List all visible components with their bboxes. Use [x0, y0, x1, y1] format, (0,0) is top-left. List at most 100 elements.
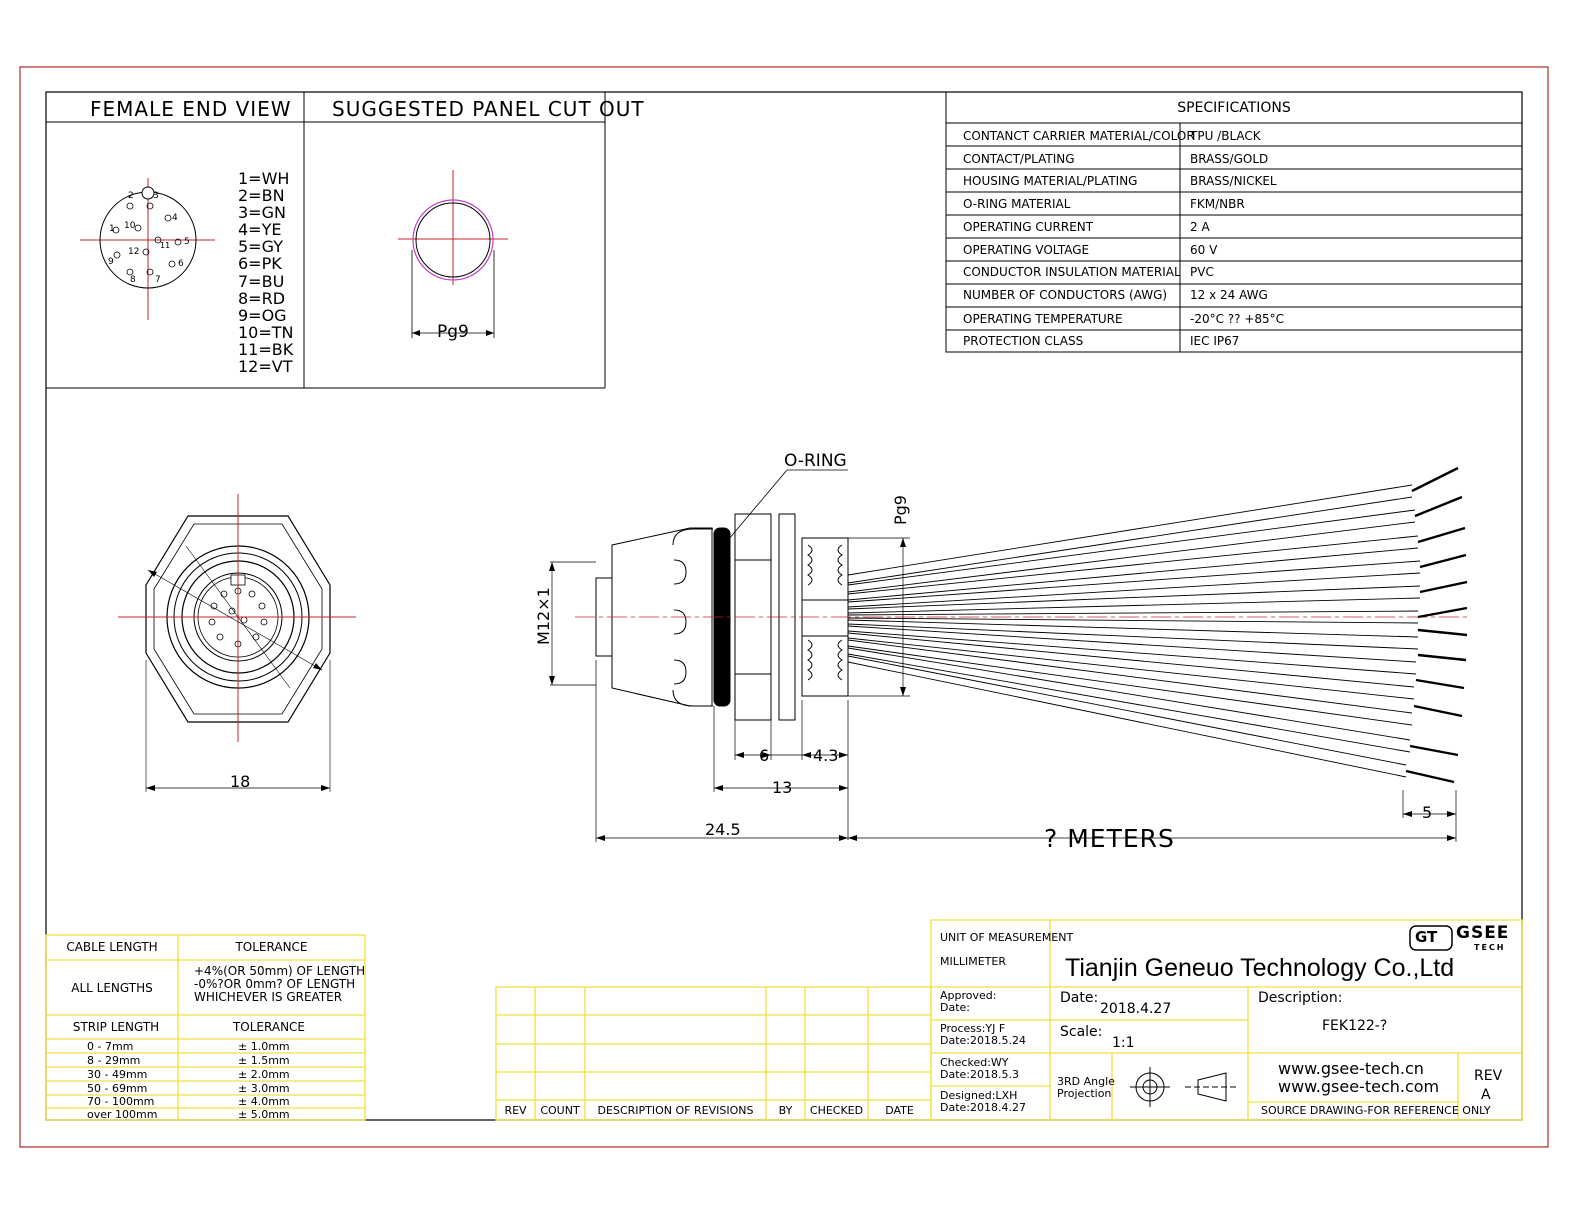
spec-key: CONTACT/PLATING [963, 152, 1075, 166]
date-value: 2018.4.27 [1100, 1001, 1172, 1017]
checked-label: Checked:WY [940, 1056, 1009, 1069]
rev-value: A [1481, 1087, 1491, 1103]
spec-key: PROTECTION CLASS [963, 334, 1084, 348]
dim-4-3: 4.3 [813, 746, 839, 765]
unit-label: UNIT OF MEASUREMENT [940, 931, 1074, 944]
projection-line: Projection [1057, 1087, 1112, 1100]
spec-value: TPU /BLACK [1190, 129, 1261, 143]
pin-legend-item: 4=YE [238, 220, 282, 240]
spec-value: FKM/NBR [1190, 197, 1245, 211]
dim-13: 13 [772, 778, 793, 797]
spec-key: NUMBER OF CONDUCTORS (AWG) [963, 288, 1168, 302]
cable-length-header: CABLE LENGTH [66, 940, 158, 954]
spec-value: 12 x 24 AWG [1190, 288, 1268, 302]
dim-5: 5 [1422, 803, 1433, 822]
spec-value: BRASS/NICKEL [1190, 174, 1277, 188]
projection-line: 3RD Angle [1057, 1075, 1115, 1088]
pin-legend-item: 7=BU [238, 271, 285, 291]
projection-symbol [1130, 1067, 1236, 1107]
designed-date: Date:2018.4.27 [940, 1101, 1026, 1114]
strip-tol: ± 1.5mm [238, 1054, 290, 1067]
website-com[interactable]: www.gsee-tech.com [1278, 1077, 1440, 1096]
process-date: Date:2018.5.24 [940, 1034, 1026, 1047]
pin-legend-item: 9=OG [238, 305, 287, 325]
female-end-view-diagram [80, 178, 215, 320]
date-label: Date: [1060, 990, 1099, 1006]
tolerance-line: WHICHEVER IS GREATER [194, 990, 343, 1004]
strip-length: 8 - 29mm [87, 1054, 141, 1067]
spec-value: 60 V [1190, 243, 1218, 257]
strip-tol: ± 3.0mm [238, 1082, 290, 1095]
specs-title: SPECIFICATIONS [1177, 100, 1291, 116]
dim-24-5: 24.5 [705, 820, 741, 839]
pin-number: 11 [160, 241, 171, 250]
pin-color-legend: 1=WH 2=BN 3=GN 4=YE 5=GY 6=PK 7=BU 8=RD … [238, 170, 294, 375]
strip-length-header: STRIP LENGTH [72, 1020, 160, 1034]
tolerance-line: -0%?OR 0mm? OF LENGTH [194, 977, 356, 991]
pin-legend-item: 10=TN [238, 322, 294, 342]
tolerance-line: +4%(OR 50mm) OF LENGTH [194, 964, 366, 978]
pin-number: 2 [128, 191, 134, 201]
pin-legend-item: 1=WH [238, 169, 290, 188]
company-logo-shape [1409, 925, 1453, 951]
dim-meters: ? METERS [1044, 824, 1175, 853]
front-hex-view [118, 494, 356, 792]
side-view-connector [595, 469, 849, 721]
pin-number: 7 [155, 275, 161, 285]
pin-number: 12 [128, 247, 140, 257]
strip-length: over 100mm [87, 1108, 158, 1121]
pg9-label: Pg9 [891, 495, 910, 525]
sheet-border [19, 66, 1549, 1148]
pin-number: 4 [172, 213, 178, 223]
approved-label: Approved: [940, 989, 997, 1002]
m12-label: M12×1 [534, 587, 553, 645]
o-ring-label: O-RING [784, 451, 847, 471]
strip-tol: ± 5.0mm [238, 1108, 290, 1121]
spec-key: CONDUCTOR INSULATION MATERIAL [963, 265, 1181, 279]
projection-label: 3RD Angle Projection [1057, 1076, 1115, 1100]
tolerance-table-lines [45, 934, 366, 1121]
count-header: COUNT [540, 1104, 580, 1117]
scale-label: Scale: [1060, 1024, 1103, 1040]
dim-6: 6 [759, 746, 770, 765]
pin-legend-item: 2=BN [238, 186, 285, 206]
description-value: FEK122-? [1322, 1018, 1388, 1034]
all-lengths-label: ALL LENGTHS [71, 981, 153, 995]
pin-number: 10 [124, 221, 136, 231]
designed-label: Designed:LXH [940, 1089, 1018, 1102]
tolerance-lines: +4%(OR 50mm) OF LENGTH -0%?OR 0mm? OF LE… [194, 965, 365, 1004]
strip-length: 0 - 7mm [87, 1040, 134, 1053]
strip-tol: ± 1.0mm [238, 1040, 290, 1053]
checked-date: Date:2018.5.3 [940, 1068, 1019, 1081]
strip-tolerance-header: TOLERANCE [232, 1020, 306, 1034]
pin-number: 6 [178, 259, 184, 269]
spec-value: IEC IP67 [1190, 334, 1240, 348]
source-note: SOURCE DRAWING-FOR REFERENCE ONLY [1261, 1104, 1491, 1117]
panel-cutout-diagram [398, 170, 508, 338]
dimension-arrows [549, 538, 1456, 841]
specs-table-lines [945, 91, 1523, 353]
pin-number: 1 [109, 224, 115, 234]
strip-tol: ± 2.0mm [238, 1068, 290, 1081]
spec-value: -20°C ?? +85°C [1190, 312, 1285, 326]
end-view-box [46, 92, 606, 389]
strip-tol: ± 4.0mm [238, 1095, 290, 1108]
website-cn[interactable]: www.gsee-tech.cn [1278, 1059, 1424, 1078]
cutout-dimension-label: Pg9 [437, 322, 469, 342]
revision-table-lines [495, 986, 932, 1121]
pin-legend-item: 3=GN [238, 203, 286, 223]
female-end-view-title: FEMALE END VIEW [90, 97, 292, 121]
process-label: Process:YJ F [940, 1022, 1006, 1035]
spec-key: OPERATING VOLTAGE [963, 243, 1090, 257]
pin-number: 8 [130, 275, 136, 285]
wire-bundle [847, 466, 1468, 784]
pin-legend-item: 5=GY [238, 237, 283, 257]
side-dimensions [550, 537, 1457, 842]
company-name: Tianjin Geneuo Technology Co.,Ltd [1065, 954, 1455, 982]
spec-key: OPERATING TEMPERATURE [963, 312, 1123, 326]
pin-legend-item: 8=RD [238, 288, 286, 308]
logo-brand: GSEE [1456, 923, 1510, 943]
pin-number: 5 [184, 237, 190, 247]
strip-length: 50 - 69mm [87, 1082, 148, 1095]
